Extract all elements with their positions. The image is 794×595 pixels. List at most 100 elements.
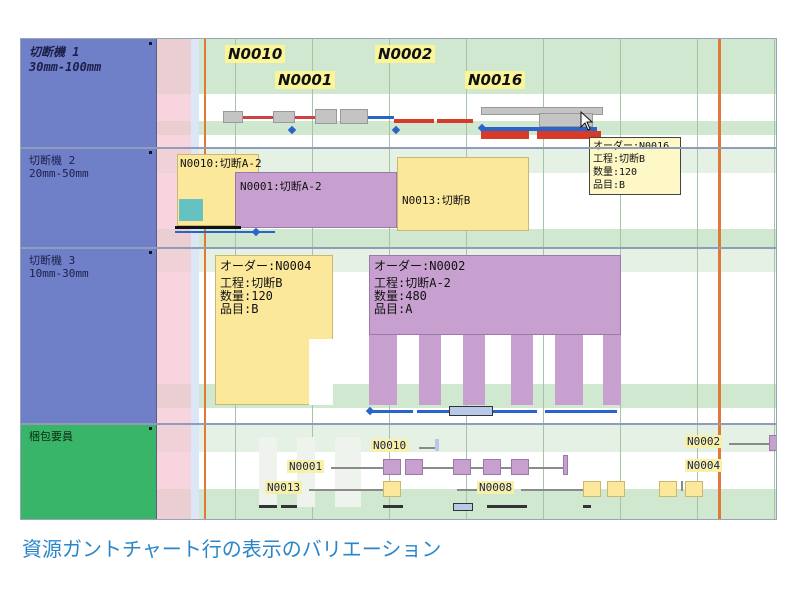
order-label[interactable]: N0002	[375, 45, 436, 63]
operation-bar[interactable]	[435, 439, 439, 451]
operation-link	[394, 119, 434, 123]
setup-line	[175, 231, 275, 233]
order-label[interactable]: N0010	[225, 45, 286, 63]
packing-label[interactable]: N0010	[371, 439, 409, 452]
marker-dot	[149, 151, 152, 154]
resource-machine-3[interactable]: 切断機 3 10mm-30mm	[21, 248, 157, 424]
packing-op[interactable]	[563, 455, 568, 475]
tooltip-process: 工程:切断B	[593, 154, 646, 165]
resource-name: 切断機 3	[29, 254, 76, 267]
order-label[interactable]: N0001	[275, 71, 336, 89]
resource-range: 10mm-30mm	[29, 267, 89, 280]
setup-line	[583, 505, 591, 508]
bar-quantity: 数量:480	[374, 289, 427, 303]
bar-label: N0010:切断A-2	[180, 157, 262, 170]
order-label[interactable]: N0016	[465, 71, 526, 89]
operation-split[interactable]	[603, 335, 621, 405]
setup-line	[259, 505, 277, 508]
operation-bar[interactable]	[537, 131, 601, 139]
figure-caption: 資源ガントチャート行の表示のバリエーション	[22, 537, 442, 561]
link-line	[521, 489, 583, 491]
packing-op[interactable]	[769, 435, 776, 451]
grid-line	[774, 39, 775, 519]
current-time-line	[718, 39, 721, 519]
packing-op[interactable]	[511, 459, 529, 475]
selected-op[interactable]	[453, 503, 473, 511]
packing-label[interactable]: N0013	[265, 481, 303, 494]
tooltip-quantity: 数量:120	[593, 167, 638, 178]
packing-op[interactable]	[483, 459, 501, 475]
operation-bar[interactable]	[315, 109, 337, 124]
operation-split[interactable]	[511, 335, 533, 405]
setup-line	[545, 410, 617, 413]
resource-name: 切断機 1	[29, 45, 80, 59]
packing-slot	[335, 437, 361, 507]
selected-op[interactable]	[449, 406, 493, 416]
packing-op[interactable]	[405, 459, 423, 475]
packing-op[interactable]	[607, 481, 625, 497]
bar-label: N0013:切断B	[402, 194, 471, 207]
operation-link	[295, 116, 315, 119]
operation-bar[interactable]: オーダー:N0002 工程:切断A-2 数量:480 品目:A	[369, 255, 621, 335]
operation-bar[interactable]	[340, 109, 368, 124]
packing-op[interactable]	[659, 481, 677, 497]
grid-line	[697, 39, 698, 519]
packing-op[interactable]	[583, 481, 601, 497]
packing-label[interactable]: N0002	[685, 435, 723, 448]
gantt-chart: 切断機 1 30mm-100mm 切断機 2 20mm-50mm 切断機 3 1…	[20, 38, 777, 520]
milestone-icon[interactable]	[365, 406, 375, 416]
operation-split[interactable]	[555, 335, 583, 405]
link-line	[681, 481, 683, 491]
marker-dot	[149, 427, 152, 430]
packing-op[interactable]	[685, 481, 703, 497]
bar-quantity: 数量:120	[220, 289, 273, 303]
link-line	[729, 443, 773, 445]
setup-line	[369, 410, 413, 413]
tooltip-order: オーダー:N0016	[593, 140, 677, 153]
link-line	[419, 447, 435, 449]
marker-dot	[149, 42, 152, 45]
link-line	[331, 467, 383, 469]
resource-machine-2[interactable]: 切断機 2 20mm-50mm	[21, 148, 157, 248]
packing-label[interactable]: N0001	[287, 460, 325, 473]
operation-bar[interactable]	[223, 111, 243, 123]
bar-label: N0001:切断A-2	[240, 180, 322, 193]
resource-name: 切断機 2	[29, 154, 76, 167]
packing-label[interactable]: N0004	[685, 459, 723, 472]
bar-item: 品目:B	[220, 302, 259, 316]
operation-bar[interactable]: N0001:切断A-2	[235, 172, 397, 228]
setup-line	[383, 505, 403, 508]
operation-bar[interactable]	[481, 131, 529, 139]
operation-split[interactable]	[463, 335, 485, 405]
cursor-icon	[580, 111, 594, 131]
operation-split[interactable]	[419, 335, 441, 405]
packing-op[interactable]	[383, 459, 401, 475]
link-line	[457, 489, 477, 491]
bar-process: 工程:切断B	[220, 276, 283, 290]
off-shift-strip	[191, 39, 199, 519]
resource-name: 梱包要員	[29, 430, 73, 443]
packing-label[interactable]: N0008	[477, 481, 515, 494]
operation-bar[interactable]	[273, 111, 295, 123]
setup-line	[281, 505, 297, 508]
resource-machine-1[interactable]: 切断機 1 30mm-100mm	[21, 39, 157, 148]
packing-op[interactable]	[453, 459, 471, 475]
operation-link	[243, 116, 273, 119]
packing-op[interactable]	[383, 481, 401, 497]
tooltip-item: 品目:B	[593, 180, 626, 191]
resource-packing[interactable]: 梱包要員	[21, 424, 157, 519]
marker-dot	[149, 251, 152, 254]
bar-item: 品目:A	[374, 302, 413, 316]
chart-area: N0010 N0001 N0002 N0016 オーダー:N0016 工程:切断…	[157, 39, 776, 519]
link-line	[309, 489, 383, 491]
operation-bar[interactable]	[539, 113, 593, 127]
operation-bar[interactable]: N0013:切断B	[397, 157, 529, 231]
operation-split[interactable]	[369, 335, 397, 405]
current-time-line	[204, 39, 206, 519]
row-divider	[21, 247, 776, 249]
setup-line	[175, 226, 241, 229]
resource-range: 30mm-100mm	[29, 60, 102, 74]
operation-bar[interactable]	[481, 127, 597, 131]
bar-order: オーダー:N0004	[220, 259, 312, 273]
split-gap	[309, 339, 333, 405]
